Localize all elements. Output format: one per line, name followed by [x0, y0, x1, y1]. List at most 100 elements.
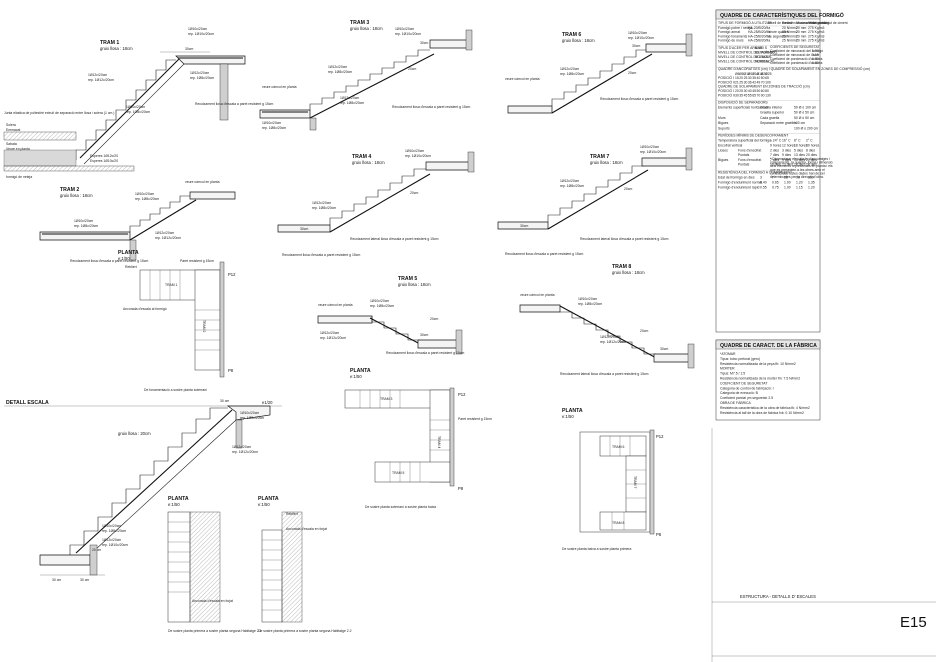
desenc-cell: 13 dies [794, 153, 805, 157]
tram1-l4: 1Ø12c/20cm [88, 73, 107, 77]
sheet-subtitle: ESTRUCTURA - DETALLS D' ESCALES [740, 594, 816, 599]
tram4-title: TRAM 4 [352, 154, 371, 160]
tram4-l5: Recolzament llosa d'escala a paret resis… [282, 253, 360, 257]
sep-cell: 100 Ø ó 200 cm [794, 126, 818, 130]
temp-cell: 2° C [806, 139, 813, 143]
anc-cell: 45 [752, 89, 756, 93]
tram5-d1: 20cm [430, 317, 438, 321]
tram8-l2: rep. 1Ø8c/20cm [578, 302, 602, 306]
desenc-cell: Puntals [738, 153, 750, 157]
table-formigo: QUADRE DE CARACTERÍSTIQUES DEL FORMIGÓ T… [715, 9, 870, 333]
tram7-l1: rep. 1Ø10c/20cm [640, 150, 666, 154]
planta4-scale: e:1/50 [168, 502, 180, 507]
formigo-note: RESISTÈNCIA DEL FORMIGÓ A COMPRESSIÓ [718, 170, 792, 175]
tram2-l9: Recolzament llosa d'escala a paret resis… [70, 259, 148, 263]
desenc-cell: 2 dies [770, 148, 779, 152]
fabrica-line: *ATOMAR [720, 352, 736, 356]
formigo-cell: de seguretat [768, 34, 787, 38]
detall-gruix: gruix llosa : 20cm [118, 431, 151, 436]
formigo-cell: 20 mm [796, 26, 807, 30]
fabrica-title: QUADRE DE CARACT. DE LA FÀBRICA [720, 342, 817, 349]
detall-l7: rep. 1Ø10c/20cm [102, 543, 128, 547]
fabrica-line: Resistència característica de la obra de… [720, 406, 810, 410]
formigo-cell: 20 N/mm2 [782, 26, 798, 30]
desenc-cell: 28 dies [806, 163, 817, 167]
formigo-cell: 20 mm [796, 34, 807, 38]
tram6-l5: Recolzament llosa d'escala a paret resis… [600, 97, 678, 101]
anc-cell: 70 [761, 80, 765, 84]
tram8-l0: veure càrrcol en planta [520, 293, 555, 297]
tram8-section: TRAM 8 gruix llosa : 18cm veure càrrcol … [519, 264, 695, 376]
anc-cell: 30 [744, 89, 748, 93]
formigo-cell: HA-25/B/20/IIa [748, 34, 770, 38]
tram5-l5: Recolzament llosa d'escala a paret resis… [386, 351, 464, 355]
fabrica-line: Resistència normalitzada de la peça fb: … [720, 362, 796, 366]
detall-escala: DETALL ESCALA e1/20 gruix llosa : 20cm 1… [4, 399, 282, 582]
fabrica-line: Categoria de control de fabricació: I [720, 386, 774, 390]
side-note-line: determinades per la direcció d'obra. [770, 175, 824, 179]
desenc-cell: 10 dies [770, 163, 781, 167]
desenc-cell: Lloses [718, 148, 728, 152]
diam-header: Ø12 [748, 72, 755, 76]
desenc-cell: 18 dies [794, 163, 805, 167]
tram4-d1: 20cm [410, 191, 418, 195]
detall-d2: 20 cm [92, 548, 101, 552]
tram8-d1: 20cm [640, 329, 648, 333]
formigo-cell: 275 Kg/m3 [808, 39, 825, 43]
desenc-cell: Encofrat vertical [718, 144, 743, 148]
side-note-line: solapaments, la quantia, forma i dimensi… [770, 161, 833, 165]
left-esperes2: Esperes 1Ø10c/20 [90, 159, 118, 163]
tram1-l9: Recolzament llosa d'escala a paret resis… [195, 102, 273, 106]
planta1-title: PLANTA [118, 250, 139, 256]
res-cell: 1.00 [784, 186, 791, 190]
anc-cell: 50 [757, 89, 761, 93]
formigo-param: B 400 S [755, 46, 768, 50]
planta1-l6: P8 [228, 368, 234, 373]
desenc-cell: 3 dies [782, 148, 791, 152]
side-note-line: dels elements representats en planta i e… [770, 164, 833, 168]
tram6-l0: 1Ø10c/20cm [628, 31, 647, 35]
tram4-l4: Recolzament lateral llosa d'escala a par… [350, 237, 439, 241]
formigo-cell: 275 Kg/m3 [808, 30, 825, 34]
planta1-l4: TRAM 2 [202, 320, 206, 333]
diam-header: Ø8 [739, 72, 744, 76]
detall-d3: 30 cm [220, 399, 229, 403]
desenc-cell: 30 hores [806, 144, 819, 148]
tram3-title: TRAM 3 [350, 20, 369, 26]
planta2-l0: P12 [458, 392, 466, 397]
sep-cell: Murs [718, 116, 726, 120]
anc-cell: 30 [735, 93, 739, 97]
anc-cell: 80 [765, 89, 769, 93]
res-cell: 3 [760, 176, 762, 180]
coef-value: 1.15 [812, 53, 819, 57]
planta2-l1: Paret resistent g 15cm [458, 417, 492, 421]
tram7-title: TRAM 7 [590, 154, 609, 160]
detall-l5: rep. 1Ø8c/20cm [102, 529, 126, 533]
tram5-l4: rep. 1Ø12c/20cm [320, 336, 346, 340]
anc-pos: POSICIÓ I [718, 88, 734, 93]
formigo-note: TIPUS D'ACER PER ARMAR [718, 46, 763, 50]
fabrica-line: Resistència normalitzada de la morter fm… [720, 377, 800, 381]
desenc-cell: 18 hores [794, 144, 807, 148]
detall-d0: 30 cm [52, 578, 61, 582]
formigo-note: DISPOSICIÓ DE SEPARADORS [718, 100, 768, 105]
desenc-cell: 20 dies [806, 153, 817, 157]
tram2-l1: 1Ø10c/20cm [135, 192, 154, 196]
detall-d1: 30 cm [80, 578, 89, 582]
tram3-l8: rep. 1Ø8c/20cm [262, 126, 286, 130]
formigo-cell: Formigó de murs [718, 39, 744, 43]
planta5-title: PLANTA [258, 496, 279, 502]
tram1-section: TRAM 1 gruix llosa : 18cm 30cm 1Ø10c/20c… [3, 27, 273, 179]
detall-l0: 1Ø10c/20cm [240, 411, 259, 415]
diam-header: Ø25 [765, 72, 772, 76]
side-note-line: * Dimensionar els càlculs d'ancoratges i [770, 157, 830, 161]
planta3-l2: TRAM 7 [633, 476, 637, 489]
sep-cell: Graella superior [760, 111, 785, 115]
diam-header: Ø20 [761, 72, 768, 76]
tram7-l0: 1Ø10c/20cm [640, 145, 659, 149]
planta3-l0: P12 [656, 434, 664, 439]
tram1-l6: 1Ø10c/20cm [126, 105, 145, 109]
desenc-cell: 5 dies [794, 148, 803, 152]
